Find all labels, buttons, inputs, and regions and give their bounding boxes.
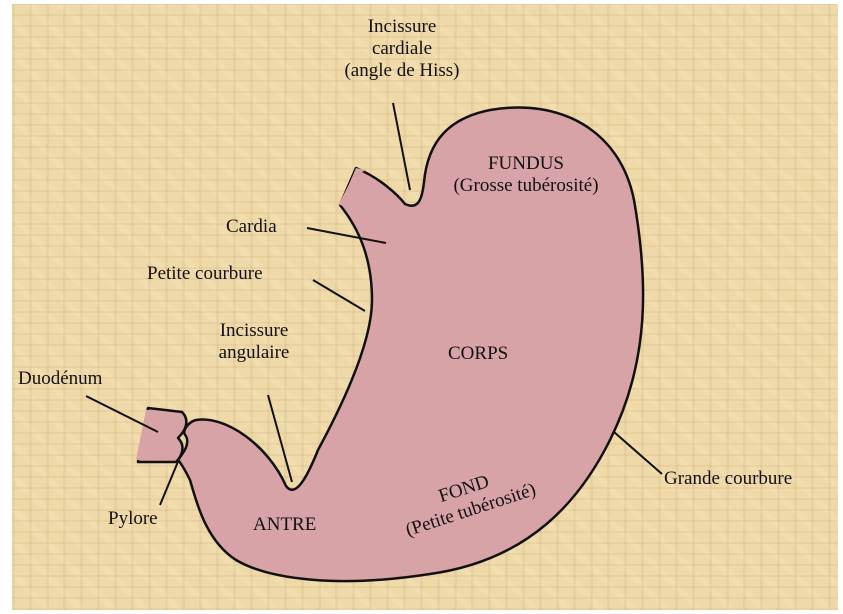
label-line: FUNDUS <box>426 153 626 175</box>
label-antre: ANTRE <box>253 514 316 536</box>
label-line: (angle de Hiss) <box>322 60 482 82</box>
label-line: Incissure <box>322 16 482 38</box>
label-pylore: Pylore <box>108 508 158 530</box>
label-line: cardiale <box>322 38 482 60</box>
leader-petite-courbure <box>313 280 365 311</box>
label-petite-courbure: Petite courbure <box>147 263 263 285</box>
leader-incisure-cardiale <box>393 103 410 190</box>
label-line: (Grosse tubérosité) <box>426 175 626 197</box>
label-duodenum: Duodénum <box>18 368 102 390</box>
label-incisure-angulaire: Incissure angulaire <box>204 320 304 364</box>
leader-grande-courbure <box>614 432 662 474</box>
label-grande-courbure: Grande courbure <box>664 468 792 490</box>
label-fundus: FUNDUS (Grosse tubérosité) <box>426 153 626 197</box>
label-corps: CORPS <box>448 343 508 365</box>
label-line: Incissure <box>204 320 304 342</box>
label-incisure-cardiale: Incissure cardiale (angle de Hiss) <box>322 16 482 82</box>
label-cardia: Cardia <box>226 216 277 238</box>
label-line: angulaire <box>204 342 304 364</box>
